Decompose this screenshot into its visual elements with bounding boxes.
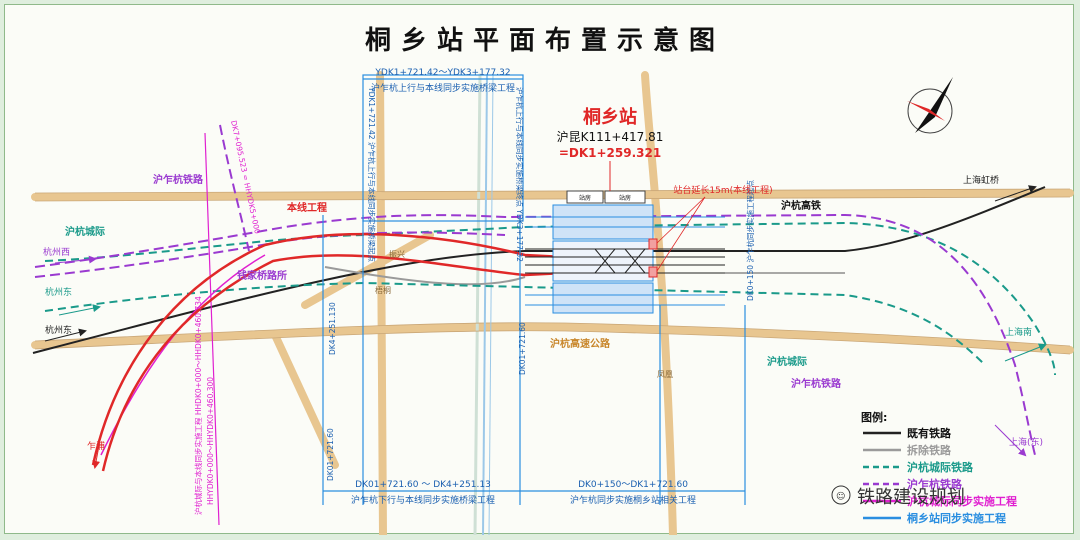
vnote-4: DK01+721.60 (518, 322, 527, 375)
benxian-line-2 (101, 254, 566, 472)
station-sync-works (322, 74, 746, 505)
top-dim-range: YDK1+721.42～YDK3+177.32 (374, 68, 510, 78)
vnote-2: 沪乍杭上行与本线同步实施桥梁终点 YDK3+177.32 (515, 87, 525, 262)
qianjiaqiao-label: 钱家桥路所 (237, 269, 287, 282)
hangzhou-east-label-2: 杭州东 (45, 324, 72, 336)
vnote-8: HHYDK0+000～HHYDK0+460.300 (206, 377, 215, 505)
vnote-6: DK01+721.60 (326, 428, 335, 481)
diagram-frame: 桐乡站平面布置示意图 (4, 4, 1074, 535)
legend-item-label: 拆除铁路 (907, 443, 952, 457)
hanghang-intercity-line-2 (44, 281, 986, 366)
zhapu-label: 乍浦 (87, 440, 105, 452)
platform-extension-label: 站台延长15m(本线工程) (673, 184, 772, 196)
hangzhou-west-label: 杭州西 (43, 246, 70, 258)
existing-arrow (44, 328, 87, 342)
shanghai-south-label: 上海南 (1005, 326, 1032, 338)
vnote-5: DK4+251.130 (328, 302, 337, 355)
vnote-9: DK7+095.523 = HHYDK5+000 (229, 120, 262, 235)
hangzhou-east-label-1: 杭州东 (45, 286, 72, 298)
huzhahang-arrow-south (994, 424, 1027, 457)
station-building-label-2: 站房 (579, 194, 591, 202)
hanghang-intercity-line (44, 221, 1056, 376)
station-mileage-2: =DK1+259.321 (559, 146, 661, 160)
benxian-line (91, 232, 566, 466)
canal (482, 74, 488, 535)
huhang-gaotie-label: 沪杭高铁 (781, 199, 821, 212)
huzhahang-line (34, 213, 1036, 456)
benxian-label: 本线工程 (287, 201, 327, 214)
top-dim-desc: 沪乍杭上行与本线同步实施桥梁工程 (371, 82, 515, 94)
legend-item-label: 沪乍杭铁路 (907, 477, 963, 491)
huzhahang-line-2 (34, 231, 506, 278)
shanghai-east-label: 上海(东) (1009, 436, 1043, 448)
bottom-dim-range-1: DK01+721.60 ～ DK4+251.13 (355, 480, 491, 490)
vnote-7: 沪杭城际与本线同步实施工程 HHDK0+000～HHDK0+460.734 (193, 296, 203, 515)
layout-diagram: 桐乡站平面布置示意图 (31, 25, 1074, 535)
existing-arrow-east (994, 185, 1037, 202)
legend-item-label: 桐乡站同步实施工程 (907, 511, 1006, 525)
bottom-dim-range-2: DK0+150～DK1+721.60 (578, 480, 688, 490)
platform-leader-2 (656, 196, 706, 272)
removed-railway (324, 266, 526, 286)
legend-title: 图例: (861, 410, 887, 424)
intercity-sync-works-2 (100, 254, 266, 456)
huzhahang-label-right: 沪乍杭铁路 (791, 377, 842, 390)
station-name: 桐乡站 (583, 106, 637, 128)
road-label-2: 梧桐 (375, 285, 391, 295)
bottom-dim-desc-2: 沪乍杭同步实施桐乡站相关工程 (570, 494, 696, 506)
shanghai-hongqiao-label: 上海虹桥 (963, 174, 999, 186)
diagram-title: 桐乡站平面布置示意图 (365, 25, 725, 56)
station-building-label: 站房 (619, 194, 631, 202)
watermark-text: 铁路建设规划 (857, 487, 965, 508)
watermark: ☺ 铁路建设规划 (831, 485, 965, 508)
station-mileage-1: 沪昆K111+417.81 (557, 130, 664, 144)
station-yard: 站房 站房 (525, 190, 725, 314)
road-label-1: 振兴 (389, 249, 405, 259)
roads (31, 71, 1074, 535)
expressway-label: 沪杭高速公路 (550, 337, 611, 350)
legend-item-label: 既有铁路 (907, 426, 952, 440)
huzhahang-arrow (54, 255, 97, 264)
benxian-arrow (92, 434, 102, 469)
legend-item-label: 沪杭城际铁路 (907, 460, 974, 474)
vnote-1: YDK1+721.42 沪乍杭上行与本线同步实施桥梁起点 (367, 86, 377, 262)
bottom-dim-desc-1: 沪乍杭下行与本线同步实施桥梁工程 (351, 494, 495, 506)
platform-leader (656, 196, 706, 244)
legend-item-label: 沪杭城际同步实施工程 (907, 494, 1017, 508)
road-label-3: 凤凰 (657, 370, 673, 379)
hanghang-label-right: 沪杭城际 (767, 355, 807, 368)
vnote-3: DK0+150 沪乍杭同步实施工程起点 (745, 180, 755, 301)
huzhahang-label-left: 沪乍杭铁路 (153, 173, 204, 186)
wechat-icon: ☺ (836, 491, 845, 502)
legend: 图例: 既有铁路拆除铁路沪杭城际铁路沪乍杭铁路沪杭城际同步实施工程桐乡站同步实施… (861, 410, 1017, 525)
north-arrow-icon (907, 77, 953, 134)
canal-2 (488, 74, 494, 535)
hanghang-label-left: 沪杭城际 (65, 225, 105, 238)
intercity-sync-works (204, 132, 220, 526)
intercity-arrow (58, 304, 101, 316)
map-labels: 沪乍杭铁路 本线工程 沪杭城际 杭州西 杭州东 杭州东 钱家桥路所 沪杭高铁 上… (43, 173, 1043, 452)
huzhahang-spur (219, 124, 250, 252)
